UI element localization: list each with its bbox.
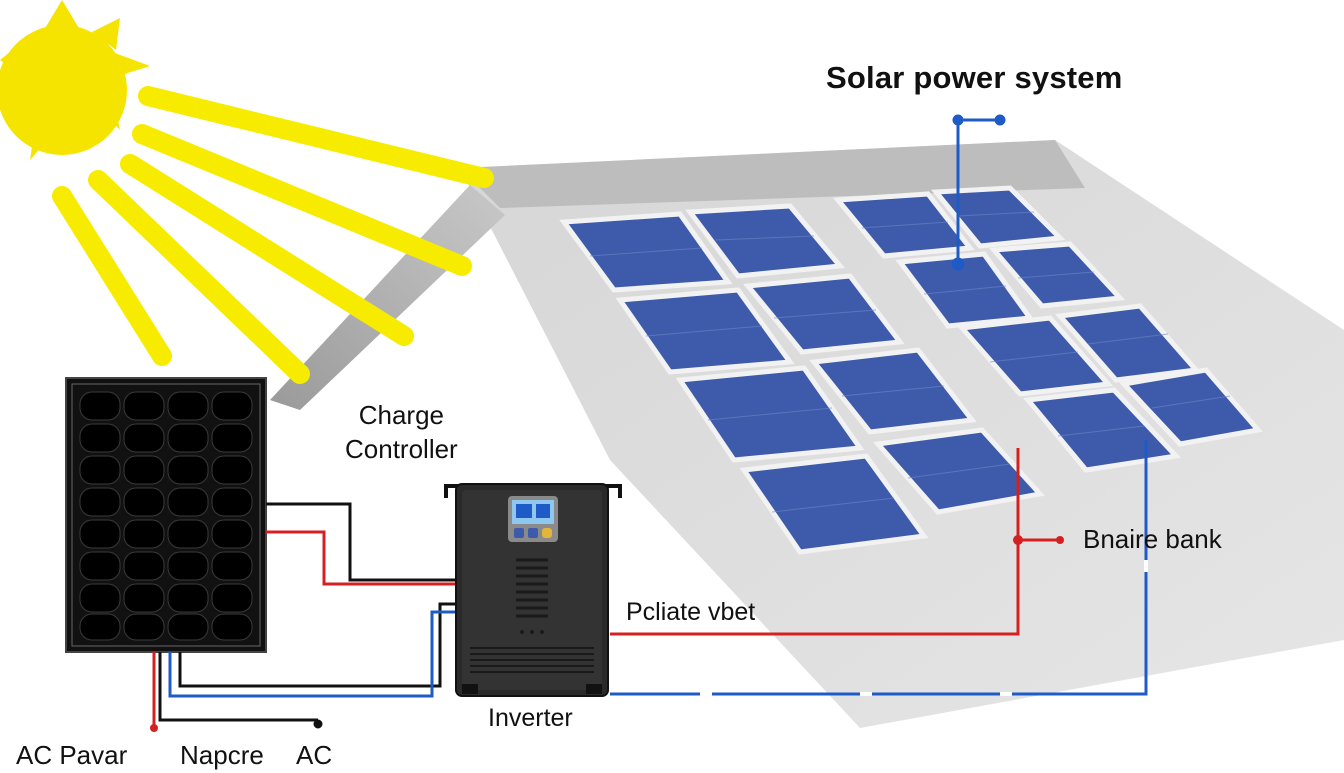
reliate-label: Pcliate vbet	[626, 598, 756, 626]
black-solar-panel	[65, 377, 267, 653]
diagram-title: Solar power system	[826, 60, 1123, 95]
charge-controller-label: Charge Controller	[345, 398, 458, 466]
blue-wire-dashes	[700, 560, 1148, 696]
sun-icon	[0, 0, 150, 160]
sun-rays	[52, 86, 494, 384]
roof-panel	[1023, 387, 1182, 473]
ac-label: AC	[296, 740, 333, 770]
black-wires	[158, 502, 458, 729]
inverter-label: Inverter	[488, 704, 573, 732]
roof-panel	[1119, 367, 1263, 447]
light-beam	[270, 185, 505, 410]
roof-panel	[956, 315, 1114, 397]
battery-bank-label: Bnaire bank	[1083, 524, 1222, 554]
charge-controller-label-line1: Charge	[358, 400, 444, 430]
title-connector	[951, 114, 1006, 271]
blue-wires	[168, 440, 1148, 698]
red-wires	[152, 448, 1060, 726]
charge-controller-label-line2: Controller	[345, 434, 458, 464]
napcre-label: Napcre	[180, 740, 264, 770]
roof-panel	[685, 203, 845, 279]
roof-panel	[739, 453, 929, 555]
ac-power-label: AC Pavar	[16, 740, 128, 770]
panel-cell-lines	[589, 211, 1231, 513]
red-wire-nodes	[150, 535, 1064, 732]
inverter-unit	[444, 483, 622, 697]
roof-panel	[930, 185, 1066, 249]
